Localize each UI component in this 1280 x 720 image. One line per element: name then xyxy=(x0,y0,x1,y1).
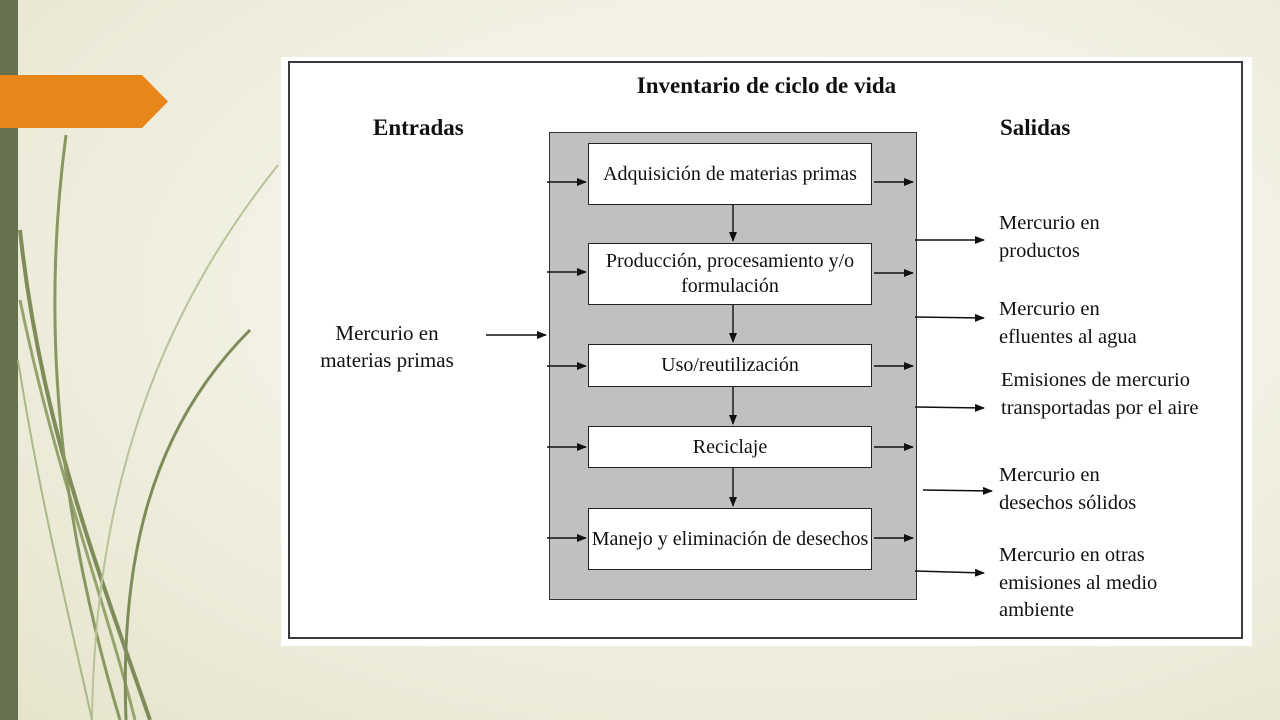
arrow-output-water xyxy=(914,313,985,322)
orange-arrow-tab xyxy=(0,75,168,128)
grass-blades-icon xyxy=(17,134,279,720)
arrow-output-air xyxy=(914,403,985,412)
output-mercury-water-effluents: Mercurio en efluentes al agua xyxy=(999,298,1137,348)
stage-production: Producción, procesamiento y/o formulació… xyxy=(588,243,872,305)
life-cycle-diagram: Inventario de ciclo de vida Entradas Sal… xyxy=(281,57,1252,646)
stage-recycling: Reciclaje xyxy=(588,426,872,468)
stage-waste-management: Manejo y eliminación de desechos xyxy=(588,508,872,570)
output-mercury-air-emissions: Emisiones de mercurio transportadas por … xyxy=(1001,369,1199,419)
stage-raw-material-acquisition: Adquisición de materias primas xyxy=(588,143,872,205)
output-mercury-solid-waste: Mercurio en desechos sólidos xyxy=(999,464,1137,514)
inputs-heading: Entradas xyxy=(373,115,464,140)
output-mercury-other-emissions: Mercurio en otras emisiones al medio amb… xyxy=(999,544,1158,622)
input-mercury-raw-materials: Mercurio en materias primas xyxy=(320,321,454,373)
diagram-border xyxy=(288,61,1243,639)
output-mercury-products: Mercurio en productos xyxy=(999,212,1100,262)
stage-use-reuse: Uso/reutilización xyxy=(588,344,872,387)
arrow-output-solid xyxy=(922,486,993,495)
outputs-heading: Salidas xyxy=(1000,115,1071,140)
diagram-title: Inventario de ciclo de vida xyxy=(636,73,897,98)
arrow-output-other xyxy=(914,568,985,577)
flow-arrows xyxy=(486,178,993,577)
left-accent-bar xyxy=(0,0,18,720)
